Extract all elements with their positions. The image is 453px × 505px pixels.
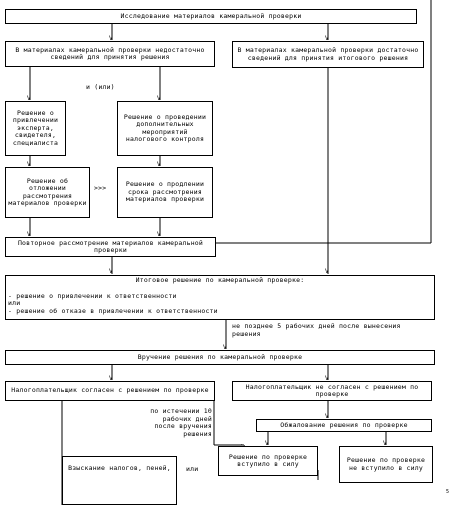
- box-decision-not-in-force: Решение по проверке не вступило в силу: [339, 446, 433, 483]
- box-insufficient-info: В материалах камеральной проверки недост…: [5, 41, 215, 67]
- final-decision-option-2: - решение об отказе в привлечении к отве…: [8, 306, 218, 315]
- svg-text:V: V: [157, 95, 161, 102]
- label-or: или: [186, 465, 199, 473]
- svg-text:V: V: [265, 440, 269, 447]
- svg-text:V: V: [223, 344, 227, 351]
- box-collection: Взыскание налогов, пеней,: [62, 456, 177, 505]
- label-arrows: >>>: [94, 184, 107, 192]
- box-extend-decision: Решение о продлении срока рассмотрения м…: [117, 167, 213, 218]
- box-sufficient-info: В материалах камеральной проверки достат…: [232, 41, 424, 68]
- svg-text:V: V: [157, 231, 161, 238]
- box-deliver-decision: Вручение решения по камеральной проверке: [5, 350, 435, 365]
- svg-text:V: V: [109, 268, 113, 275]
- svg-text:V: V: [325, 375, 329, 382]
- svg-text:V: V: [27, 161, 31, 168]
- box-repeated-review: Повторное рассмотрение материалов камера…: [5, 237, 216, 257]
- box-expert-decision: Решение о привлечении эксперта, свидетел…: [5, 101, 66, 156]
- box-final-decision: Итоговое решение по камеральной проверке…: [5, 275, 435, 320]
- box-postpone-decision: Решение об отложении рассмотрения матери…: [5, 167, 90, 218]
- box-additional-measures: Решение о проведении дополнительных меро…: [117, 101, 213, 156]
- final-decision-or: или: [8, 299, 21, 307]
- svg-text:V: V: [325, 413, 329, 420]
- page-number: 5: [446, 489, 450, 495]
- box-appeal-decision: Обжалование решения по проверке: [256, 419, 432, 432]
- svg-text:V: V: [109, 35, 113, 42]
- svg-text:V: V: [325, 268, 329, 275]
- final-decision-title: Итоговое решение по камеральной проверке…: [135, 276, 305, 284]
- label-and-or: и (или): [86, 83, 115, 91]
- box-taxpayer-agrees: Налогоплательщик согласен с решением по …: [5, 381, 215, 401]
- final-decision-option-1: - решение о привлечении к ответственност…: [8, 291, 177, 300]
- label-deadline: не позднее 5 рабочих дней после вынесени…: [232, 322, 401, 338]
- svg-text:V: V: [157, 161, 161, 168]
- svg-text:V: V: [27, 231, 31, 238]
- svg-text:V: V: [325, 35, 329, 42]
- box-study-materials: Исследование материалов камеральной пров…: [5, 9, 417, 24]
- svg-text:V: V: [109, 375, 113, 382]
- box-decision-in-force: Решение по проверке вступило в силу: [218, 446, 318, 476]
- label-after-10-days: по истечении 10 рабочих дней после вруче…: [150, 407, 212, 438]
- svg-text:V: V: [383, 440, 387, 447]
- box-taxpayer-disagrees: Налогоплательщик не согласен с решением …: [232, 381, 432, 401]
- svg-text:V: V: [27, 95, 31, 102]
